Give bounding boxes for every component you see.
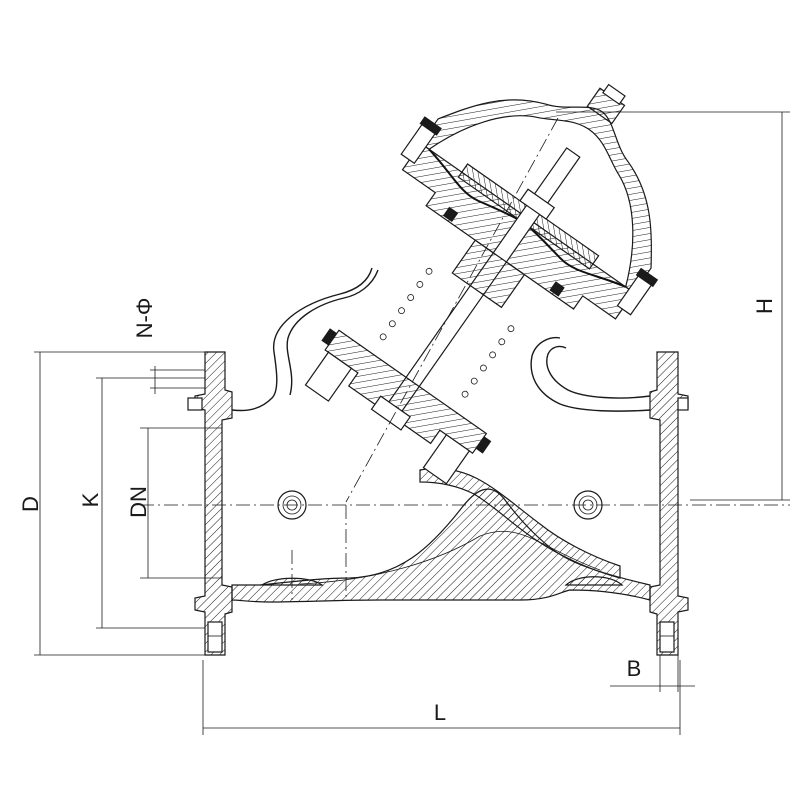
dimension-k: K <box>78 377 205 629</box>
actuator-assembly <box>304 83 659 485</box>
label-h: H <box>752 298 777 314</box>
stem-center-line <box>345 117 559 503</box>
label-n-phi: N-Φ <box>132 298 157 339</box>
stem-guide <box>451 239 526 309</box>
disc-seat-left <box>304 351 353 402</box>
dimension-b: B <box>610 655 695 692</box>
body-lower-wall <box>231 488 651 603</box>
body-inner-upper-right <box>546 345 651 399</box>
spring <box>379 267 515 398</box>
flange-bolt-right-top <box>677 397 689 411</box>
disc-seal-right <box>475 436 492 454</box>
flange-bolt-left-top <box>187 397 203 411</box>
flange-bolt-left-bottom <box>207 621 223 653</box>
seal-ring-left <box>442 206 459 223</box>
cover-nut-left <box>419 116 442 136</box>
label-l: L <box>434 700 446 725</box>
body-partition-wall <box>419 467 621 579</box>
body-outer-upper-left <box>231 267 373 412</box>
dimension-dn: DN <box>126 427 222 579</box>
bottom-pad-right <box>564 576 624 586</box>
flange-bolt-right-bottom <box>659 621 675 653</box>
dimension-n-phi: N-Φ <box>132 298 205 394</box>
cover-nut-right <box>635 267 659 288</box>
disc-nut <box>370 395 412 431</box>
label-b: B <box>627 656 642 681</box>
dimension-h: H <box>556 111 790 501</box>
label-d: D <box>18 496 43 512</box>
top-plug-cap <box>602 83 626 106</box>
disc-seat-right <box>422 434 471 485</box>
label-k: K <box>78 492 103 507</box>
disc-seal-left <box>321 328 338 346</box>
body-outer-upper-right <box>530 336 651 412</box>
label-dn: DN <box>126 486 151 518</box>
dimension-l: L <box>202 660 681 735</box>
seal-ring-right <box>549 281 565 297</box>
dimension-d: D <box>18 351 205 656</box>
stem-nut-top <box>519 188 556 220</box>
body-inner-upper-left <box>286 269 379 396</box>
